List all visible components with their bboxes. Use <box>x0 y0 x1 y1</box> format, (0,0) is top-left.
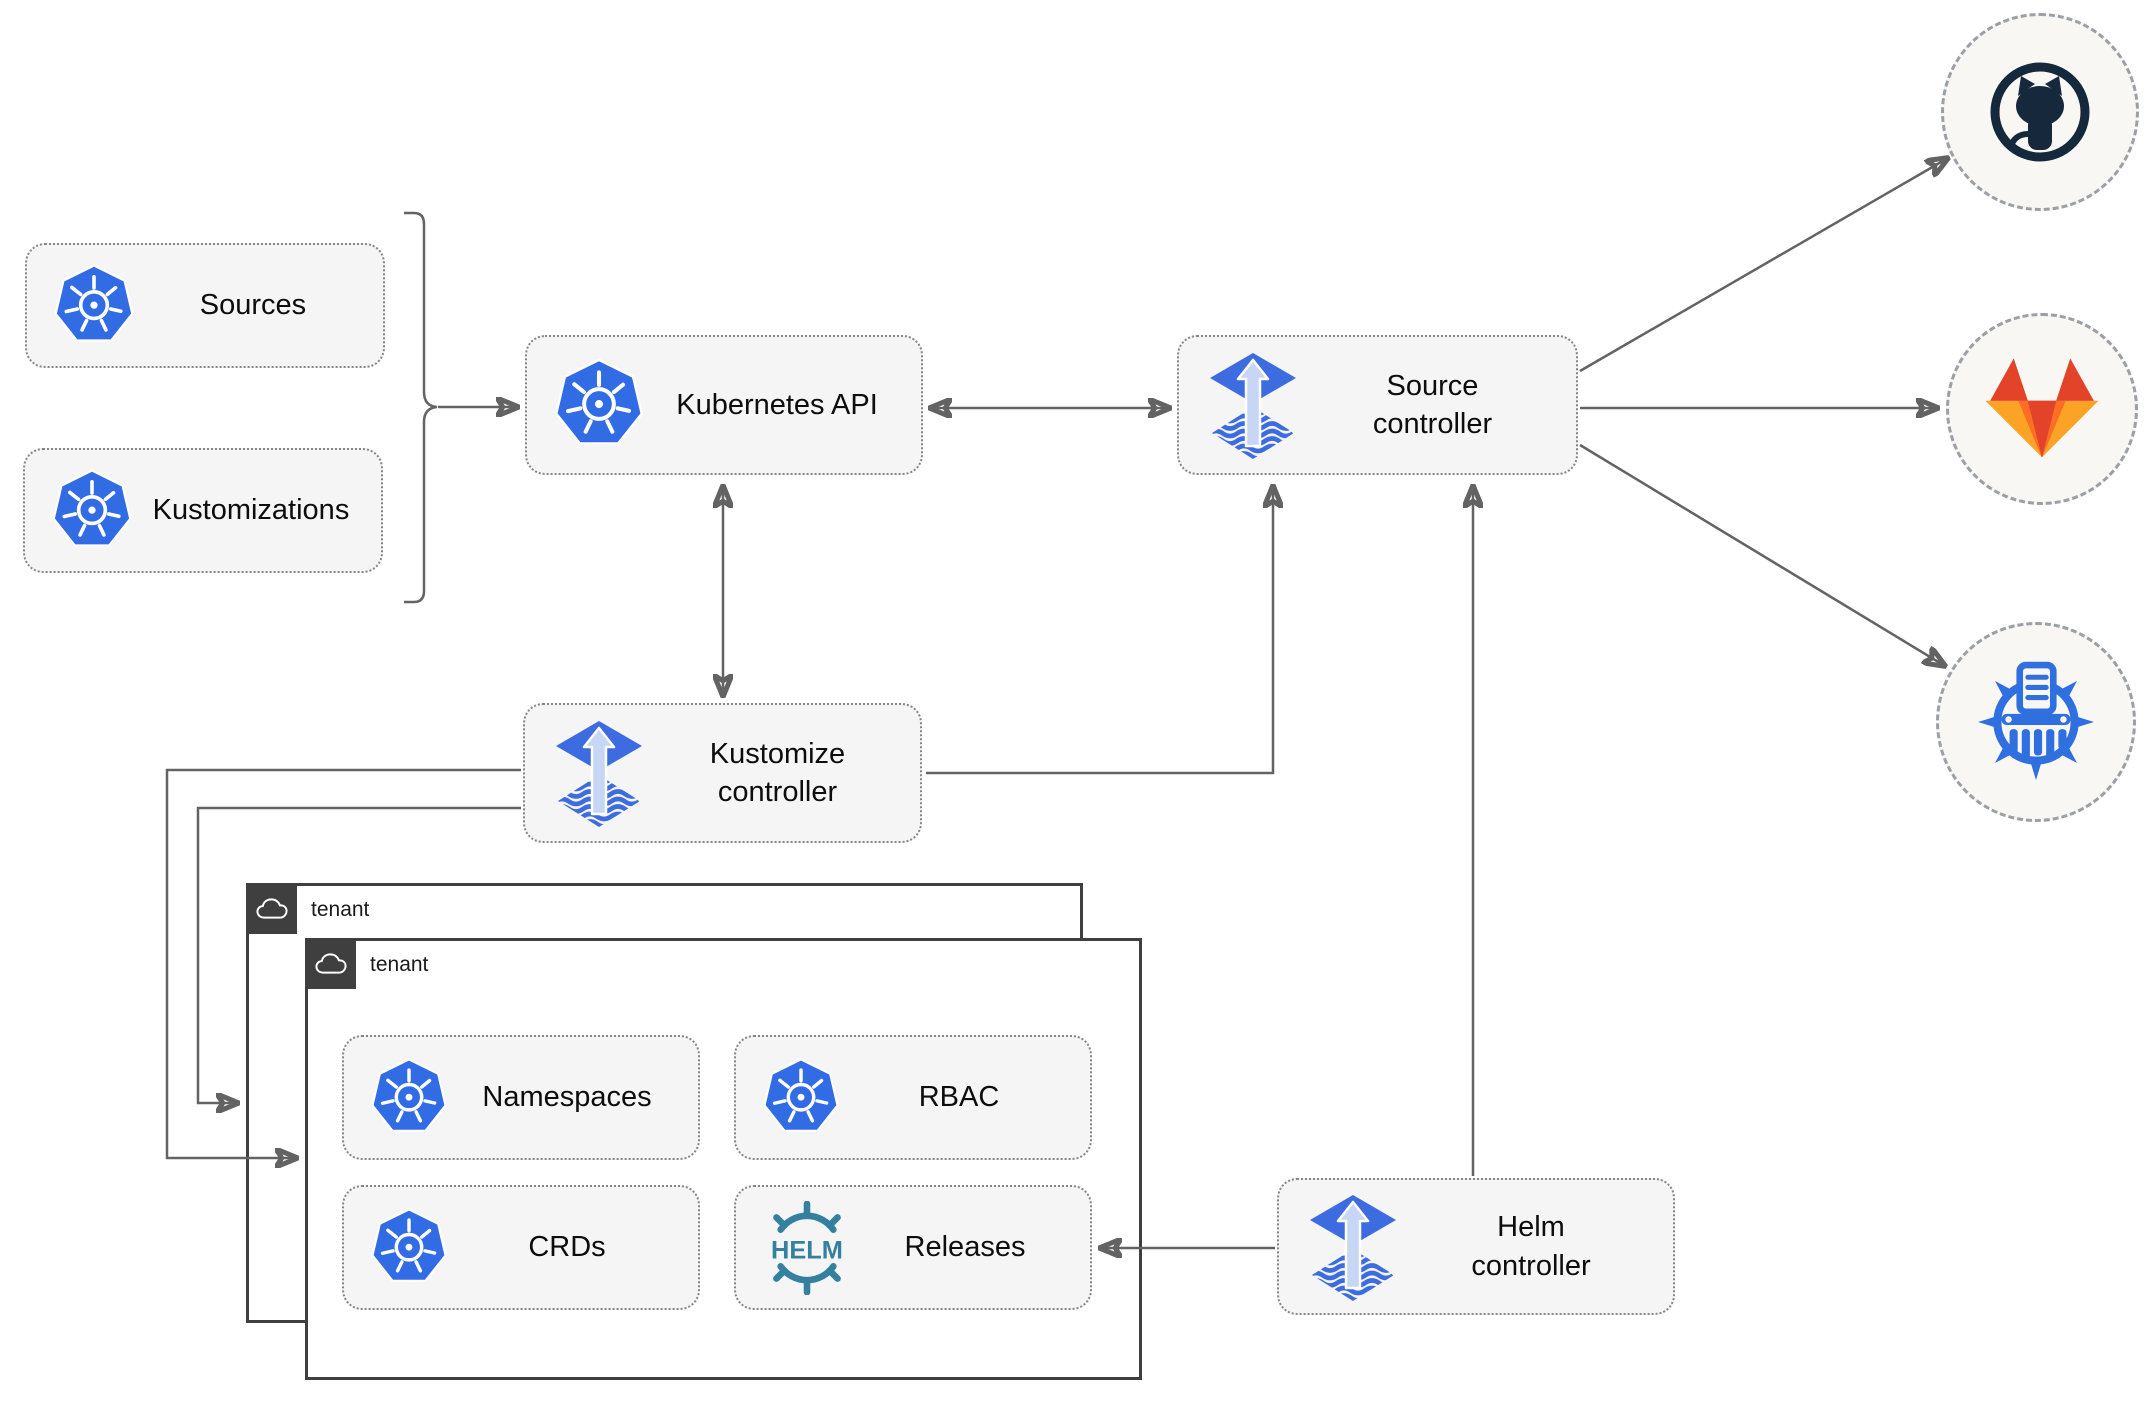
helm-logo-icon: HELM <box>771 1201 843 1295</box>
kubernetes-icon <box>551 357 647 453</box>
flux-icon <box>1203 348 1303 462</box>
node-namespaces-label: Namespaces <box>482 1081 652 1114</box>
node-helm-controller: Helm controller <box>1277 1178 1675 1315</box>
kustomize-icon <box>1975 661 2097 783</box>
cloud-icon <box>314 951 348 976</box>
node-kustomizations: Kustomizations <box>23 448 383 573</box>
node-rbac-label: RBAC <box>918 1081 1000 1114</box>
edge-kustomize-controller-to-source-controller <box>926 486 1273 775</box>
edge-source-controller-to-kustomize-registry <box>1579 443 1945 666</box>
tenant-outer-label: tenant <box>311 898 370 921</box>
node-source-controller-label: Source controller <box>1372 369 1493 440</box>
kubernetes-icon <box>51 263 137 349</box>
node-kustomize-controller-label: Kustomize controller <box>709 737 846 808</box>
edge-source-controller-to-github <box>1579 158 1948 373</box>
node-rbac: RBAC <box>734 1035 1092 1160</box>
node-kustomize-controller: Kustomize controller <box>523 703 922 843</box>
flux-icon <box>1303 1190 1403 1304</box>
remote-github <box>1941 13 2139 211</box>
kubernetes-icon <box>760 1057 842 1139</box>
node-helm-controller-label: Helm controller <box>1471 1211 1591 1282</box>
node-sources: Sources <box>25 243 385 368</box>
tenant-outer-tab <box>246 883 297 934</box>
kubernetes-icon <box>368 1207 450 1289</box>
node-sources-label: Sources <box>199 289 307 322</box>
remote-kustomize-registry <box>1936 622 2136 822</box>
node-source-controller: Source controller <box>1177 335 1578 475</box>
gitlab-icon <box>1983 356 2101 462</box>
node-releases: HELM Releases <box>734 1185 1092 1310</box>
node-namespaces: Namespaces <box>342 1035 700 1160</box>
node-crds-label: CRDs <box>528 1231 606 1264</box>
cloud-icon <box>255 896 289 921</box>
tenant-inner-tab <box>305 938 356 989</box>
remote-gitlab <box>1946 313 2138 505</box>
tenant-inner-label: tenant <box>370 953 429 976</box>
node-releases-label: Releases <box>904 1231 1026 1264</box>
node-kubernetes-api: Kubernetes API <box>525 335 923 475</box>
kubernetes-icon <box>368 1057 450 1139</box>
flux-icon <box>549 716 649 830</box>
node-crds: CRDs <box>342 1185 700 1310</box>
github-icon <box>1980 52 2100 172</box>
node-kubernetes-api-label: Kubernetes API <box>676 388 878 421</box>
kubernetes-icon <box>49 468 135 554</box>
helm-logo-text: HELM <box>771 1236 843 1264</box>
bracket-sources-kustomizations <box>404 211 438 604</box>
node-kustomizations-label: Kustomizations <box>152 494 350 527</box>
